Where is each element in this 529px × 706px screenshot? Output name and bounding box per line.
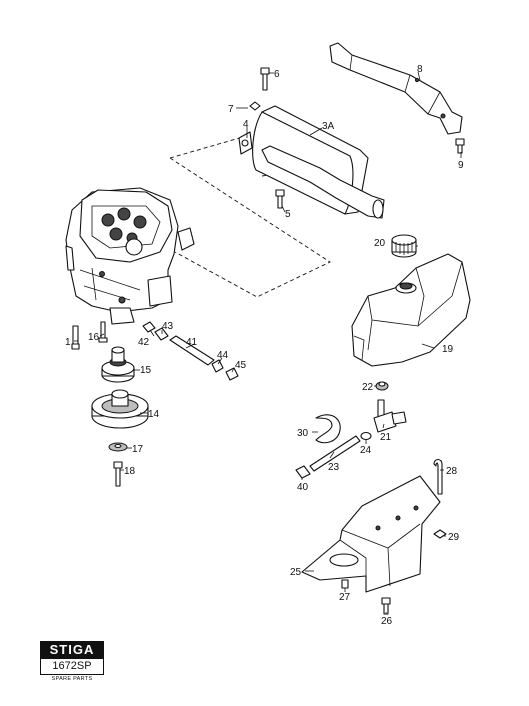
- fuel-line-41: [169, 335, 215, 366]
- pulley-15: [101, 346, 135, 383]
- label-part-40: 40: [297, 482, 309, 493]
- bolt-18: [113, 461, 123, 487]
- engine: [65, 187, 195, 325]
- pin-16: [98, 321, 108, 343]
- fitting-42: [142, 321, 156, 333]
- label-part-15: 15: [140, 365, 152, 376]
- label-part-4: 4: [243, 119, 249, 130]
- bolt-27: [341, 579, 349, 589]
- clamp-24: [360, 431, 372, 441]
- label-part-6: 6: [274, 69, 280, 80]
- label-part-45: 45: [235, 360, 247, 371]
- bolt-9: [455, 138, 465, 154]
- label-part-9: 9: [458, 160, 464, 171]
- label-part-43: 43: [162, 321, 174, 332]
- label-part-19: 19: [442, 344, 454, 355]
- pulley-14: [91, 389, 149, 429]
- brand-name: STIGA: [40, 641, 104, 658]
- bolt-26: [381, 597, 391, 615]
- label-part-3a: 3A: [322, 121, 335, 132]
- label-part-20: 20: [374, 238, 386, 249]
- label-part-29: 29: [448, 532, 460, 543]
- label-part-42: 42: [138, 337, 150, 348]
- fitting-45: [225, 367, 239, 381]
- fuel-valve-21: [373, 399, 407, 433]
- label-part-5: 5: [285, 209, 291, 220]
- label-part-16: 16: [88, 332, 100, 343]
- catalog-code: 1672SP: [40, 658, 104, 675]
- label-part-18: 18: [124, 466, 136, 477]
- bolt-1: [71, 325, 80, 350]
- hose-23: [309, 435, 361, 472]
- label-part-14: 14: [148, 409, 160, 420]
- label-part-22: 22: [362, 382, 374, 393]
- grommet-22: [375, 381, 389, 391]
- label-part-30: 30: [297, 428, 309, 439]
- label-part-41: 41: [186, 337, 198, 348]
- nut-29: [433, 529, 447, 539]
- leader-lines: [74, 71, 462, 614]
- catalog-subtitle: SPARE PARTS: [51, 676, 93, 682]
- label-part-7: 7: [228, 104, 234, 115]
- label-part-8: 8: [417, 64, 423, 75]
- label-part-27: 27: [339, 592, 351, 603]
- stiga-logo: STIGA 1672SP SPARE PARTS: [40, 641, 104, 685]
- fitting-43: [154, 327, 169, 341]
- fuel-cap-20: [391, 234, 417, 258]
- bolt-5: [275, 189, 285, 209]
- fitting-44: [211, 359, 224, 373]
- muffler-3a: [238, 105, 385, 219]
- tank-bracket-25: [301, 475, 441, 593]
- label-part-25: 25: [290, 567, 302, 578]
- nut-7: [249, 101, 261, 111]
- label-part-24: 24: [360, 445, 372, 456]
- label-part-23: 23: [328, 462, 340, 473]
- filter-40: [295, 465, 311, 479]
- fuel-tank-19: [351, 253, 471, 367]
- washer-17: [108, 442, 128, 452]
- strap-30: [315, 414, 341, 444]
- part-labels: 6 7 4 3A 5 8 9 1 16 15 14 17 18 42 43 41…: [65, 64, 464, 627]
- label-part-21: 21: [380, 432, 392, 443]
- label-part-17: 17: [132, 444, 144, 455]
- bracket-8: [329, 42, 463, 135]
- label-part-44: 44: [217, 350, 229, 361]
- bolt-6: [260, 67, 270, 91]
- label-part-28: 28: [446, 466, 458, 477]
- label-part-1: 1: [65, 337, 71, 348]
- label-part-26: 26: [381, 616, 393, 627]
- hook-28: [433, 458, 443, 495]
